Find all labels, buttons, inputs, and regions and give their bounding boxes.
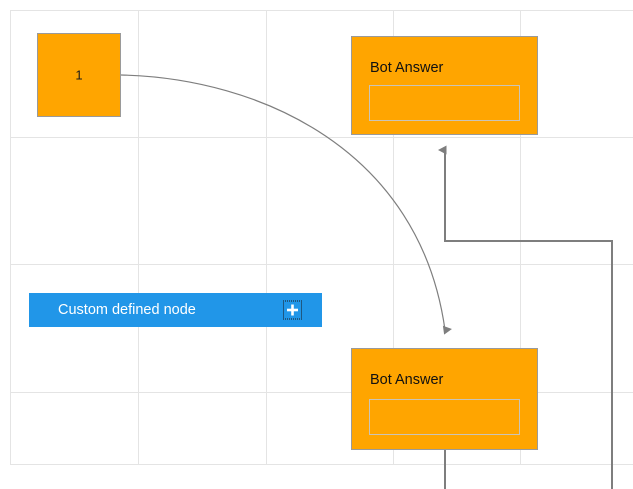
ortho-right-to-bot-top[interactable] <box>438 145 613 242</box>
node-1-label: 1 <box>75 67 83 83</box>
bot-answer-top-input[interactable] <box>369 85 520 121</box>
plus-icon[interactable] <box>283 300 302 320</box>
bot-answer-top-title: Bot Answer <box>370 60 444 76</box>
bot-answer-bottom-input[interactable] <box>369 399 520 435</box>
bot-answer-bottom-title: Bot Answer <box>370 372 444 388</box>
bot-answer-node-bottom[interactable]: Bot Answer <box>351 348 538 450</box>
custom-defined-node[interactable]: Custom defined node <box>29 293 322 327</box>
node-1[interactable]: 1 <box>37 33 121 117</box>
curve-node1-to-bot-bottom[interactable] <box>120 74 452 335</box>
bot-answer-node-top[interactable]: Bot Answer <box>351 36 538 135</box>
custom-defined-node-label: Custom defined node <box>58 301 196 318</box>
